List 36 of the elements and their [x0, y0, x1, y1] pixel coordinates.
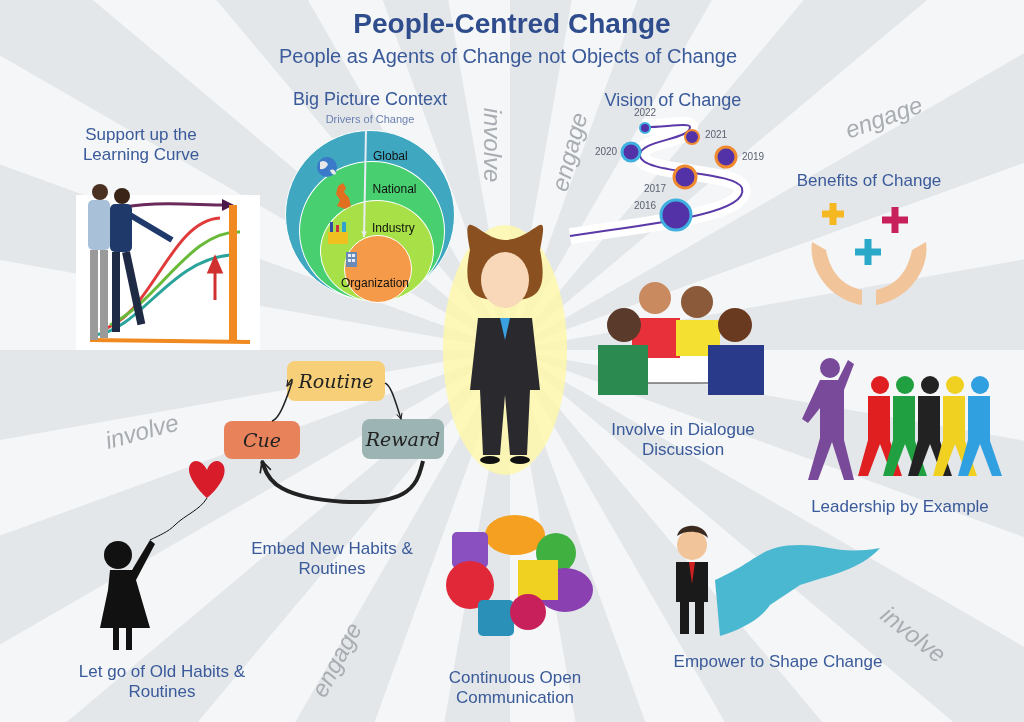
arrow: [259, 460, 425, 505]
cue-box: [224, 421, 300, 459]
caption-text: Drivers of Change: [325, 113, 415, 125]
caption-text: Benefits of Change: [796, 170, 942, 192]
year-label: 2020: [594, 146, 618, 158]
caption-text: Support up the Learning Curve: [81, 124, 201, 166]
year-label: 2016: [633, 200, 657, 212]
circle-label: Global: [373, 149, 408, 163]
habit-label: Routine: [298, 370, 374, 392]
routine-box: [287, 361, 385, 401]
caption-text: Big Picture Context: [292, 89, 448, 111]
watermark-word: involve: [102, 408, 182, 456]
caption-text: People as Agents of Change not Objects of Change: [278, 44, 738, 68]
year-label: 2021: [704, 129, 728, 141]
watermark-word: engage: [545, 109, 594, 195]
arrow: [361, 129, 367, 238]
year-label: 2022: [633, 107, 657, 119]
arrow: [384, 382, 403, 420]
year-label: 2017: [643, 183, 667, 195]
circle-label: Organization: [341, 276, 410, 290]
year-label: 2019: [741, 151, 765, 163]
caption-text: Involve in Dialogue Discussion: [610, 419, 756, 461]
reward-box: [362, 419, 444, 459]
arrow: [271, 378, 293, 422]
circle-label: National: [372, 182, 417, 196]
watermark-word: involve: [478, 107, 507, 183]
watermark-word: engage: [841, 90, 927, 146]
habit-label: Reward: [365, 428, 441, 450]
caption-text: Embed New Habits & Routines: [250, 538, 414, 580]
circle-label: Industry: [372, 221, 415, 235]
habit-label: Cue: [243, 429, 281, 451]
caption-text: Let go of Old Habits & Routines: [77, 661, 247, 703]
caption-text: Leadership by Example: [811, 496, 989, 518]
caption-text: Continuous Open Communication: [447, 667, 583, 709]
circle: [299, 161, 445, 301]
title: People-Centred Change: [353, 8, 671, 39]
